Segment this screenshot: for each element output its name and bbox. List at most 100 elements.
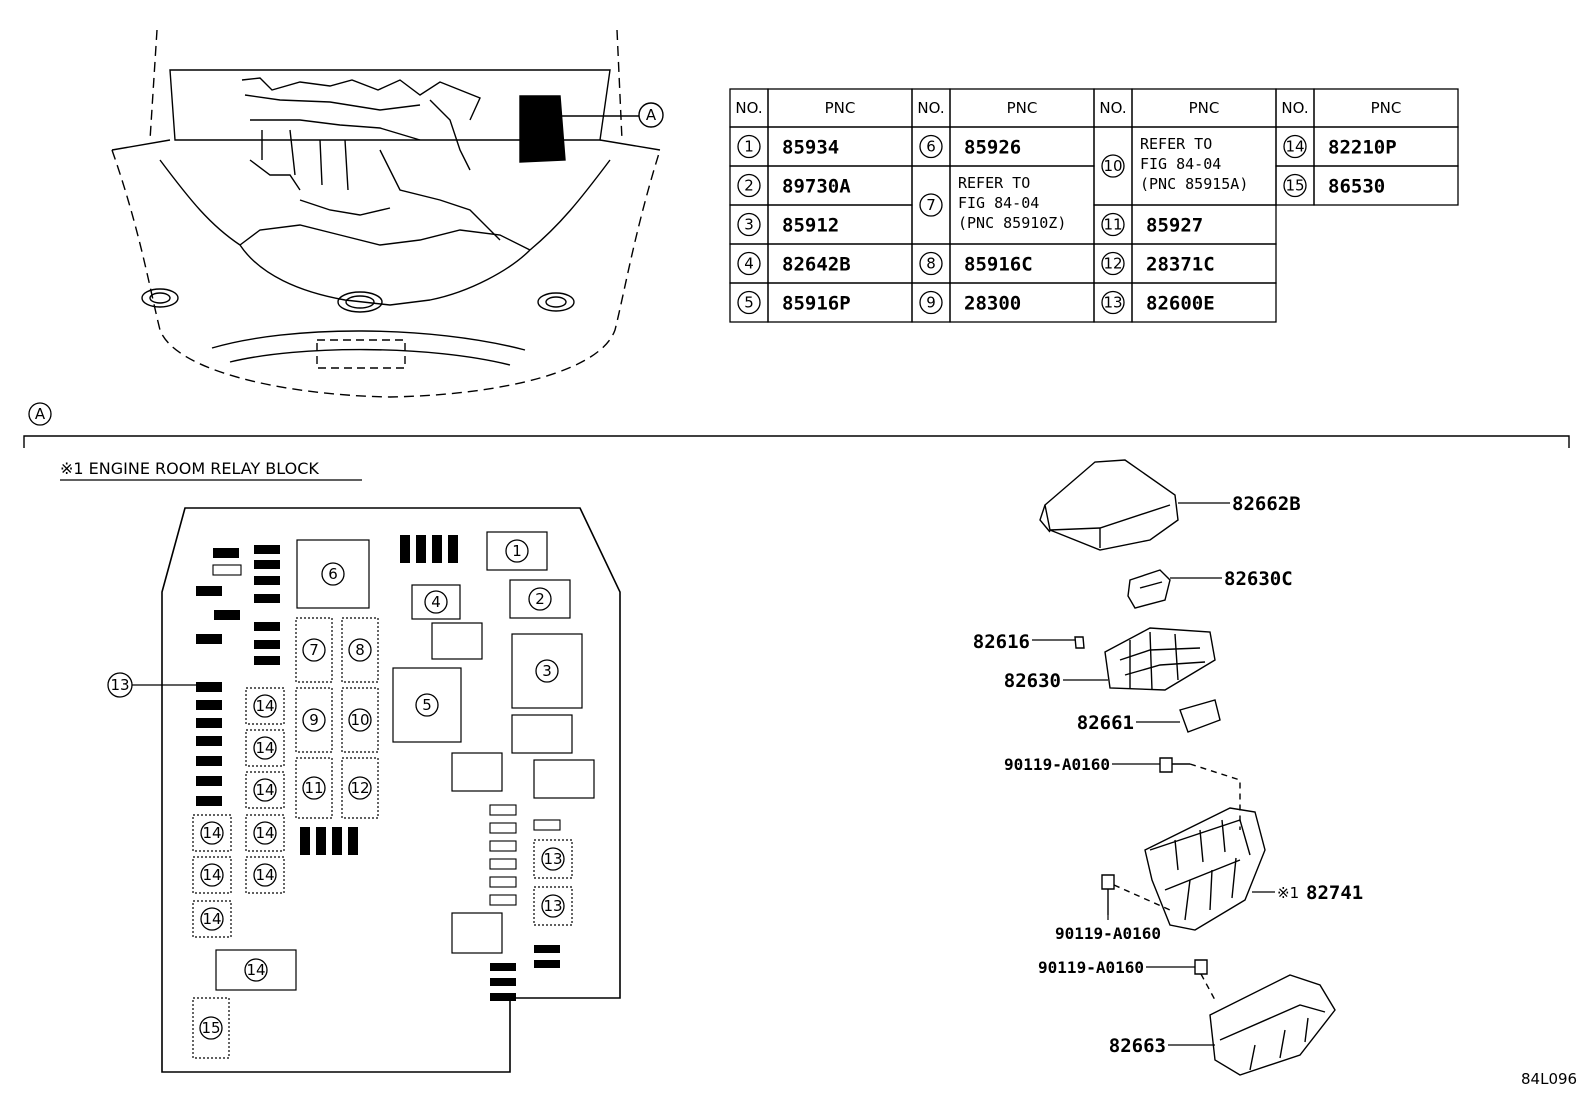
part-callout: 90119-A0160 xyxy=(1004,755,1160,774)
part-number-label: 90119-A0160 xyxy=(1055,924,1161,943)
slot-number-badge: 2 xyxy=(528,587,552,611)
pnc-reference-line: FIG 84-04 xyxy=(958,194,1039,212)
part-callout: 82630C xyxy=(1170,568,1293,590)
pnc-value: 85916C xyxy=(964,254,1033,276)
svg-text:6: 6 xyxy=(926,138,936,156)
slot-number-badge: 14 xyxy=(244,958,268,982)
fuse-slot xyxy=(254,560,280,569)
slot-number-badge: 10 xyxy=(348,708,372,732)
row-number-badge: 7 xyxy=(919,193,943,217)
svg-text:7: 7 xyxy=(926,196,936,214)
header-no: NO. xyxy=(735,99,762,117)
relay-slot-13: 13 xyxy=(533,886,573,926)
header-pnc: PNC xyxy=(1371,99,1402,117)
svg-text:13: 13 xyxy=(543,850,562,868)
slot-number-badge: 6 xyxy=(321,562,345,586)
svg-text:3: 3 xyxy=(744,216,754,234)
pnc-value: 85916P xyxy=(782,293,851,315)
svg-text:12: 12 xyxy=(350,779,369,797)
fuse-slot xyxy=(490,963,516,971)
pnc-value: 89730A xyxy=(782,176,851,198)
view-marker-section: A xyxy=(28,402,52,426)
row-number-badge: 11 xyxy=(1101,212,1125,237)
svg-text:14: 14 xyxy=(246,961,265,979)
fuse-slot xyxy=(196,682,222,692)
slot-number-badge: 15 xyxy=(199,1016,223,1040)
relay-slot-1: 1 xyxy=(486,531,548,571)
relay-slot-9: 9 xyxy=(295,687,333,753)
relay-slot-14: 14 xyxy=(192,814,232,852)
fuse-slot xyxy=(196,776,222,786)
part-number-label: 82630 xyxy=(1004,670,1061,692)
svg-text:14: 14 xyxy=(202,866,221,884)
svg-text:3: 3 xyxy=(542,662,552,680)
part-number-label: 82630C xyxy=(1224,568,1293,590)
fuse-slot xyxy=(196,796,222,806)
fuse-slot xyxy=(196,756,222,766)
fuse-slot xyxy=(254,594,280,603)
table-header: NO.PNC xyxy=(911,88,1095,128)
svg-text:14: 14 xyxy=(202,910,221,928)
svg-text:10: 10 xyxy=(350,711,369,729)
relay-slot-14: 14 xyxy=(192,856,232,894)
pnc-value: 85926 xyxy=(964,137,1021,159)
part-callout: 82616 xyxy=(973,631,1075,653)
row-number-badge: 3 xyxy=(737,212,761,237)
svg-text:2: 2 xyxy=(744,177,754,195)
fuse-slot xyxy=(448,535,458,563)
slot-number-badge: 8 xyxy=(348,638,372,662)
pnc-value: 85927 xyxy=(1146,215,1203,237)
svg-text:9: 9 xyxy=(926,294,936,312)
header-no: NO. xyxy=(1099,99,1126,117)
part-number-label: 82616 xyxy=(973,631,1030,653)
row-number-badge: 13 xyxy=(1101,290,1125,315)
fuse-slot xyxy=(196,718,222,728)
section-bracket xyxy=(23,435,1570,448)
relay-slot-14: 14 xyxy=(245,856,285,894)
fuse-slot xyxy=(316,827,326,855)
slot-number-badge: 13 xyxy=(541,847,565,871)
slot-number-badge: 11 xyxy=(302,776,326,800)
svg-text:14: 14 xyxy=(255,739,274,757)
fuse-slot xyxy=(489,894,517,906)
view-marker-top: A xyxy=(638,102,664,128)
relay-slot-14: 14 xyxy=(245,771,285,809)
slot-number-badge: 14 xyxy=(253,863,277,887)
pnc-value: 82642B xyxy=(782,254,851,276)
slot-number-badge: 5 xyxy=(415,693,439,717)
relay-slot-14: 14 xyxy=(245,687,285,725)
relay-slot-14: 14 xyxy=(245,814,285,852)
relay-slot-6: 6 xyxy=(296,539,370,609)
svg-text:4: 4 xyxy=(431,593,441,611)
table-row: 11 85927 xyxy=(1093,204,1277,245)
svg-text:A: A xyxy=(646,106,657,124)
fuse-slot xyxy=(533,819,561,831)
fuse-slot xyxy=(212,564,242,576)
relay-slot-15: 15 xyxy=(192,997,230,1059)
relay-block-title: ※1 ENGINE ROOM RELAY BLOCK xyxy=(60,459,319,478)
figure-code: 84L096 xyxy=(1521,1070,1577,1088)
pnc-value: 86530 xyxy=(1328,176,1385,198)
svg-text:14: 14 xyxy=(255,697,274,715)
relay-slot-13: 13 xyxy=(533,839,573,879)
fuse-slot xyxy=(489,840,517,852)
fuse-slot xyxy=(196,700,222,710)
slot-number-badge: 14 xyxy=(253,821,277,845)
svg-text:1: 1 xyxy=(744,138,754,156)
fuse-slot xyxy=(196,634,222,644)
fuse-slot xyxy=(489,858,517,870)
row-number-badge: 6 xyxy=(919,134,943,159)
fuse-slot xyxy=(534,960,560,968)
fuse-slot xyxy=(489,822,517,834)
part-callout: 82661 xyxy=(1077,712,1180,734)
svg-text:14: 14 xyxy=(255,866,274,884)
pnc-value: 28371C xyxy=(1146,254,1215,276)
fuse-slot xyxy=(332,827,342,855)
relay-slot-10: 10 xyxy=(341,687,379,753)
